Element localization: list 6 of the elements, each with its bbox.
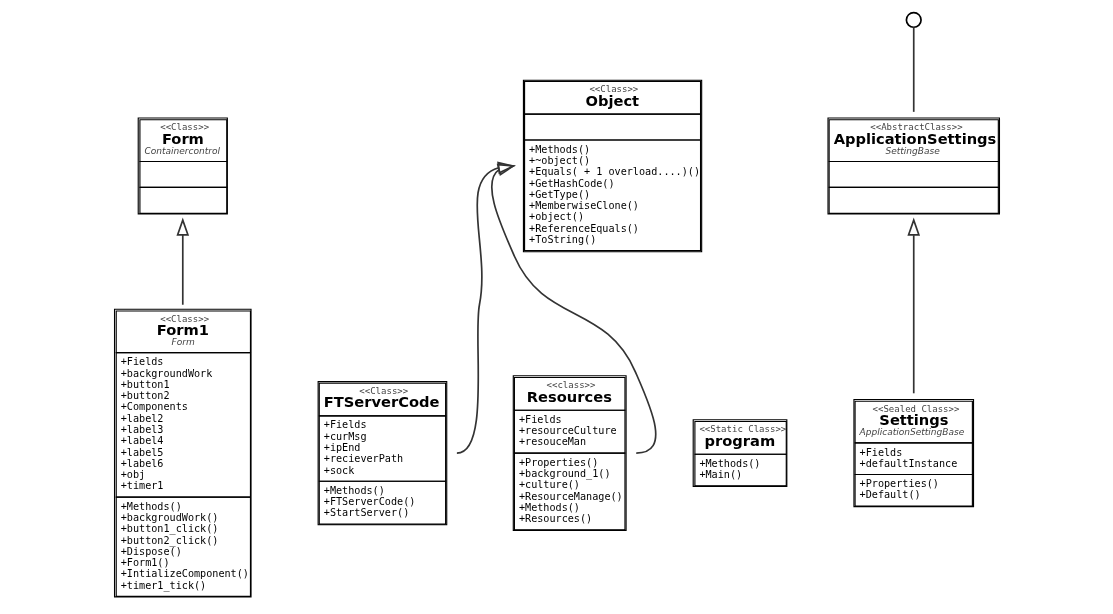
- connector: [912, 26, 915, 113]
- arrow: [490, 163, 657, 454]
- arrow: [175, 217, 189, 306]
- arrow: [906, 217, 920, 395]
- arrow: [455, 161, 516, 454]
- node-circle: [905, 11, 922, 29]
